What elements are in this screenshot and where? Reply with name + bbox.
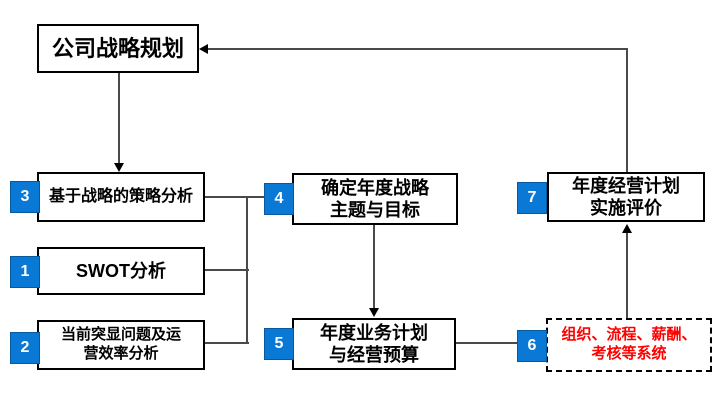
node-label: 组织、流程、薪酬、 考核等系统 bbox=[561, 326, 697, 362]
step-number-badge-6: 6 bbox=[517, 330, 547, 362]
node-corporate-strategy-planning: 公司战略规划 bbox=[37, 24, 199, 73]
node-label: 年度业务计划 与经营预算 bbox=[320, 322, 428, 366]
step-number-badge-5: 5 bbox=[264, 328, 294, 360]
node-label: 年度经营计划 实施评价 bbox=[572, 175, 680, 219]
node-swot-analysis: SWOT分析 bbox=[37, 247, 205, 295]
arrowhead-down-into-step3 bbox=[114, 163, 124, 172]
node-label: 确定年度战略 主题与目标 bbox=[321, 177, 429, 221]
connector-step6-to-step7 bbox=[626, 231, 628, 318]
node-label: 当前突显问题及运 营效率分析 bbox=[60, 326, 181, 362]
arrowhead-down-into-step5 bbox=[369, 308, 379, 317]
node-label: 基于战略的策略分析 bbox=[48, 188, 193, 205]
step-number-badge-4: 4 bbox=[264, 183, 294, 215]
connector-step1-to-trunk bbox=[205, 269, 249, 271]
node-annual-business-plan-budget: 年度业务计划 与经营预算 bbox=[292, 318, 456, 370]
connector-step5-to-step6 bbox=[456, 342, 518, 344]
arrowhead-left-into-top-box bbox=[199, 44, 208, 54]
connector-feedback-horizontal bbox=[207, 48, 628, 50]
step-number-badge-7: 7 bbox=[517, 182, 547, 214]
connector-step4-to-step5 bbox=[373, 225, 375, 310]
step-number-badge-1: 1 bbox=[10, 256, 40, 288]
node-label: 公司战略规划 bbox=[51, 35, 184, 61]
connector-step2-to-trunk bbox=[205, 342, 249, 344]
connector-step7-feedback-vertical bbox=[626, 48, 628, 172]
step-number-badge-3: 3 bbox=[10, 181, 40, 213]
node-org-process-compensation-systems: 组织、流程、薪酬、 考核等系统 bbox=[546, 318, 712, 372]
arrowhead-up-into-step7 bbox=[622, 224, 632, 233]
node-annual-strategy-themes-goals: 确定年度战略 主题与目标 bbox=[292, 173, 458, 225]
node-current-issues-efficiency-analysis: 当前突显问题及运 营效率分析 bbox=[37, 320, 205, 370]
step-number-badge-2: 2 bbox=[10, 332, 40, 364]
node-label: SWOT分析 bbox=[76, 260, 166, 281]
connector-step3-to-step4 bbox=[205, 196, 265, 198]
node-annual-plan-implementation-evaluation: 年度经营计划 实施评价 bbox=[547, 172, 705, 222]
node-strategy-based-analysis: 基于战略的策略分析 bbox=[37, 172, 205, 222]
connector-top-to-step3 bbox=[118, 73, 120, 165]
